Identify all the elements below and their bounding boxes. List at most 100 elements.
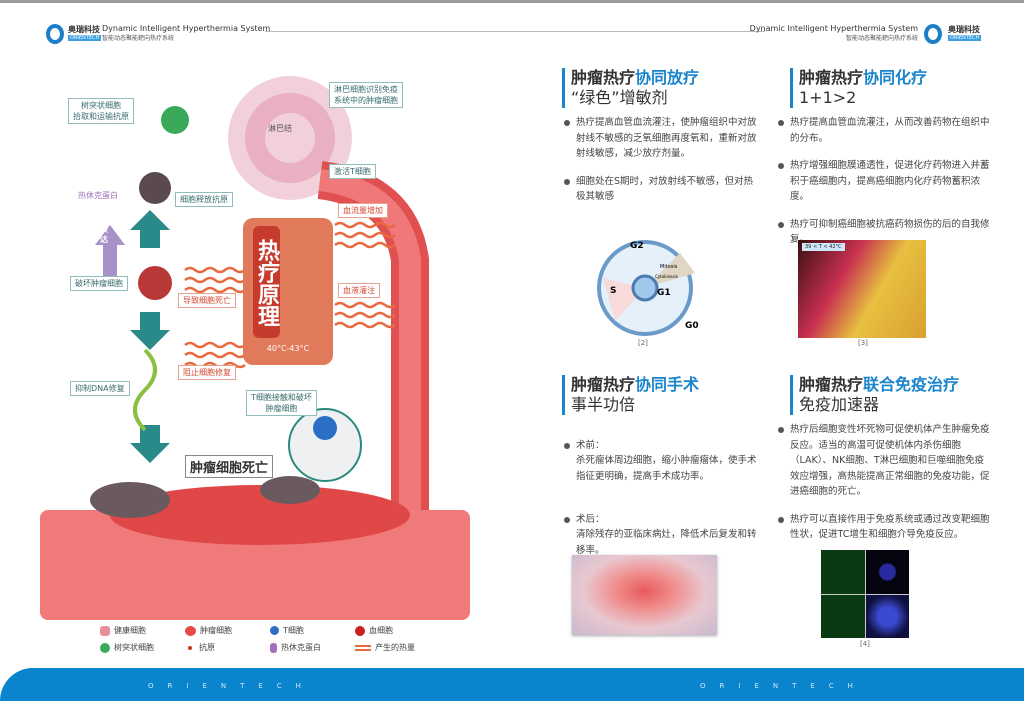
header-right: Dynamic Intelligent Hyperthermia System … (750, 24, 918, 42)
legend-item: 抗原 (185, 642, 270, 653)
legend-item: 血细胞 (355, 625, 440, 636)
hyperthermia-diagram (40, 76, 470, 620)
brand-right: 奥瑞科技 ORIENTECH (948, 24, 982, 41)
header-title: Dynamic Intelligent Hyperthermia System (102, 24, 271, 33)
heat-waves-icon (355, 644, 371, 651)
blood-cell-icon (355, 625, 365, 636)
figure-caption: [2] (638, 339, 648, 347)
dendritic-label: 树突状细胞 拾取和运输抗原 (68, 98, 134, 124)
section-title: 肿瘤热疗联合免疫治疗免疫加速器 (790, 375, 990, 415)
g1-label: G1 (657, 288, 671, 298)
legend-item: 热休克蛋白 (270, 642, 355, 653)
lymph-recognize-label: 淋巴细胞识别免疫 系统中的肿瘤细胞 (329, 82, 403, 108)
header-subtitle: 智能动态聚能靶向热疗系统 (102, 35, 175, 42)
legend-item: 树突状细胞 (100, 642, 185, 653)
release-antigen-label: 细胞释放抗原 (175, 192, 233, 207)
heat-therapy-figure: 39 < T < 42°C (798, 240, 926, 338)
g0-label: G0 (685, 321, 699, 331)
brand-name: 奥瑞科技 (948, 25, 980, 34)
header-subtitle: 智能动态聚能靶向热疗系统 (845, 35, 918, 42)
down-arrow-icon (130, 425, 170, 463)
dna-icon (133, 348, 157, 432)
brand-en: ORIENTECH (948, 35, 982, 41)
bullet-item: 热疗可以直接作用于免疫系统或通过改变靶细胞性状，促进TC增生和细胞介导免疫反应。 (776, 512, 990, 543)
bullet-item: 热疗增强细胞膜通透性，促进化疗药物进入并蓄积于癌细胞内，提高癌细胞内化疗药物蓄积… (776, 158, 990, 205)
express-label: 表达 (100, 225, 108, 244)
bullet-item: 热疗后细胞变性坏死物可促使机体产生肿瘤免疫反应。适当的高温可促使机体内杀伤细胞（… (776, 422, 990, 500)
bullet-list: 热疗提高血管血流灌注，使肿瘤组织中对放射线不敏感的乏氧细胞再度氧和，重新对放射线… (562, 115, 762, 205)
center-box: 热疗原理 40°C-43°C (243, 218, 333, 365)
bullet-item: 术后： 清除残存的亚临床病灶，降低术后复发和转移率。 (562, 512, 762, 559)
logo-icon (924, 24, 942, 44)
g2-label: G2 (630, 241, 644, 251)
healthy-cell-icon (100, 625, 110, 636)
lymph-node-icon (228, 76, 352, 200)
t-cell-icon (270, 626, 279, 635)
top-bar (0, 0, 1024, 3)
cell-cycle-figure: G2 S G1 G0 Mitosis Cytokinesis (597, 240, 699, 336)
center-title: 热疗原理 (253, 226, 280, 338)
brand-en: ORIENTECH (68, 35, 102, 41)
dendritic-cell-icon (161, 106, 189, 134)
stop-repair-label: 阻止细胞修复 (178, 365, 236, 380)
cause-death-label: 导致细胞死亡 (178, 293, 236, 308)
header-left: Dynamic Intelligent Hyperthermia System … (102, 24, 270, 42)
legend-item: 产生的热量 (355, 642, 440, 653)
inhibit-dna-label: 抑制DNA修复 (70, 381, 130, 396)
bullet-item: 热疗提高血管血流灌注，从而改善药物在组织中的分布。 (776, 115, 990, 146)
footer-text: ORIENTECH (148, 682, 315, 690)
activate-t-label: 激活T细胞 (329, 164, 376, 179)
bullet-list: 热疗提高血管血流灌注，从而改善药物在组织中的分布。 热疗增强细胞膜通透性，促进化… (776, 115, 990, 248)
blood-flow-label: 血流量增加 (338, 203, 388, 218)
section-radiotherapy: 肿瘤热疗协同放疗“绿色”增敏剂 热疗提高血管血流灌注，使肿瘤组织中对放射线不敏感… (562, 68, 762, 217)
t-cell-contact-icon (288, 408, 362, 482)
tumor-cell-icon (138, 266, 172, 300)
mitosis-label: Mitosis (660, 264, 678, 270)
heat-shock-protein-icon (270, 642, 277, 653)
legend-item: 肿瘤细胞 (185, 625, 270, 636)
destroy-tumor-label: 破坏肿瘤细胞 (70, 276, 128, 291)
section-title: 肿瘤热疗协同放疗“绿色”增敏剂 (562, 68, 762, 108)
cytokinesis-label: Cytokinesis (655, 274, 678, 279)
dead-tumor-cells-icon (90, 476, 320, 518)
header-divider (265, 31, 765, 32)
temperature-range: 40°C-43°C (266, 344, 310, 353)
bullet-list: 术前： 杀死瘤体周边细胞，缩小肿瘤瘤体，使手术指征更明确，提高手术成功率。 术后… (562, 422, 762, 586)
section-immunotherapy: 肿瘤热疗联合免疫治疗免疫加速器 热疗后细胞变性坏死物可促使机体产生肿瘤免疫反应。… (778, 375, 990, 555)
header-title: Dynamic Intelligent Hyperthermia System (749, 24, 918, 33)
temperature-badge: 39 < T < 42°C (802, 243, 845, 251)
bullet-item: 热疗可抑制癌细胞被抗癌药物损伤的后的自我修复。 (776, 217, 990, 248)
s-label: S (610, 286, 616, 296)
heat-waves-icon (184, 221, 396, 369)
perfusion-label: 血液灌注 (338, 283, 380, 298)
brand-name: 奥瑞科技 (68, 25, 100, 34)
t-contact-label: T细胞接触和破坏 肿瘤细胞 (246, 390, 317, 416)
up-arrow-icon (130, 210, 170, 248)
section-surgery: 肿瘤热疗协同手术事半功倍 术前： 杀死瘤体周边细胞，缩小肿瘤瘤体，使手术指征更明… (562, 375, 762, 586)
tumor-cell-icon (185, 625, 196, 636)
legend: 健康细胞 肿瘤细胞 T细胞 血细胞 树突状细胞 抗原 热休克蛋白 产生的热量 (100, 625, 440, 653)
bullet-item: 热疗提高血管血流灌注，使肿瘤组织中对放射线不敏感的乏氧细胞再度氧和，重新对放射线… (562, 115, 762, 162)
legend-item: 健康细胞 (100, 625, 185, 636)
brand-left: 奥瑞科技 ORIENTECH (68, 24, 102, 41)
section-title: 肿瘤热疗协同手术事半功倍 (562, 375, 762, 415)
dead-cell-icon (139, 172, 171, 204)
tumor-3d-figure (572, 555, 717, 635)
antigen-icon (188, 645, 192, 650)
express-arrow-icon (95, 225, 125, 285)
figure-caption: [4] (860, 640, 870, 648)
down-arrow-icon (130, 312, 170, 350)
logo-icon (46, 24, 64, 44)
bullet-item: 术前： 杀死瘤体周边细胞，缩小肿瘤瘤体，使手术指征更明确，提高手术成功率。 (562, 438, 762, 485)
lymph-node-label: 淋巴结 (268, 124, 292, 133)
tumor-death-label: 肿瘤细胞死亡 (185, 455, 274, 478)
bullet-item: 细胞处在S期时，对放射线不敏感，但对热极其敏感 (562, 174, 762, 205)
footer-band (0, 668, 1024, 701)
legend-item: T细胞 (270, 625, 355, 636)
footer-text: ORIENTECH (700, 682, 867, 690)
dendritic-cell-icon (100, 642, 110, 653)
healthy-tissue-icon (40, 510, 470, 620)
immunofluorescence-figure (821, 550, 909, 638)
